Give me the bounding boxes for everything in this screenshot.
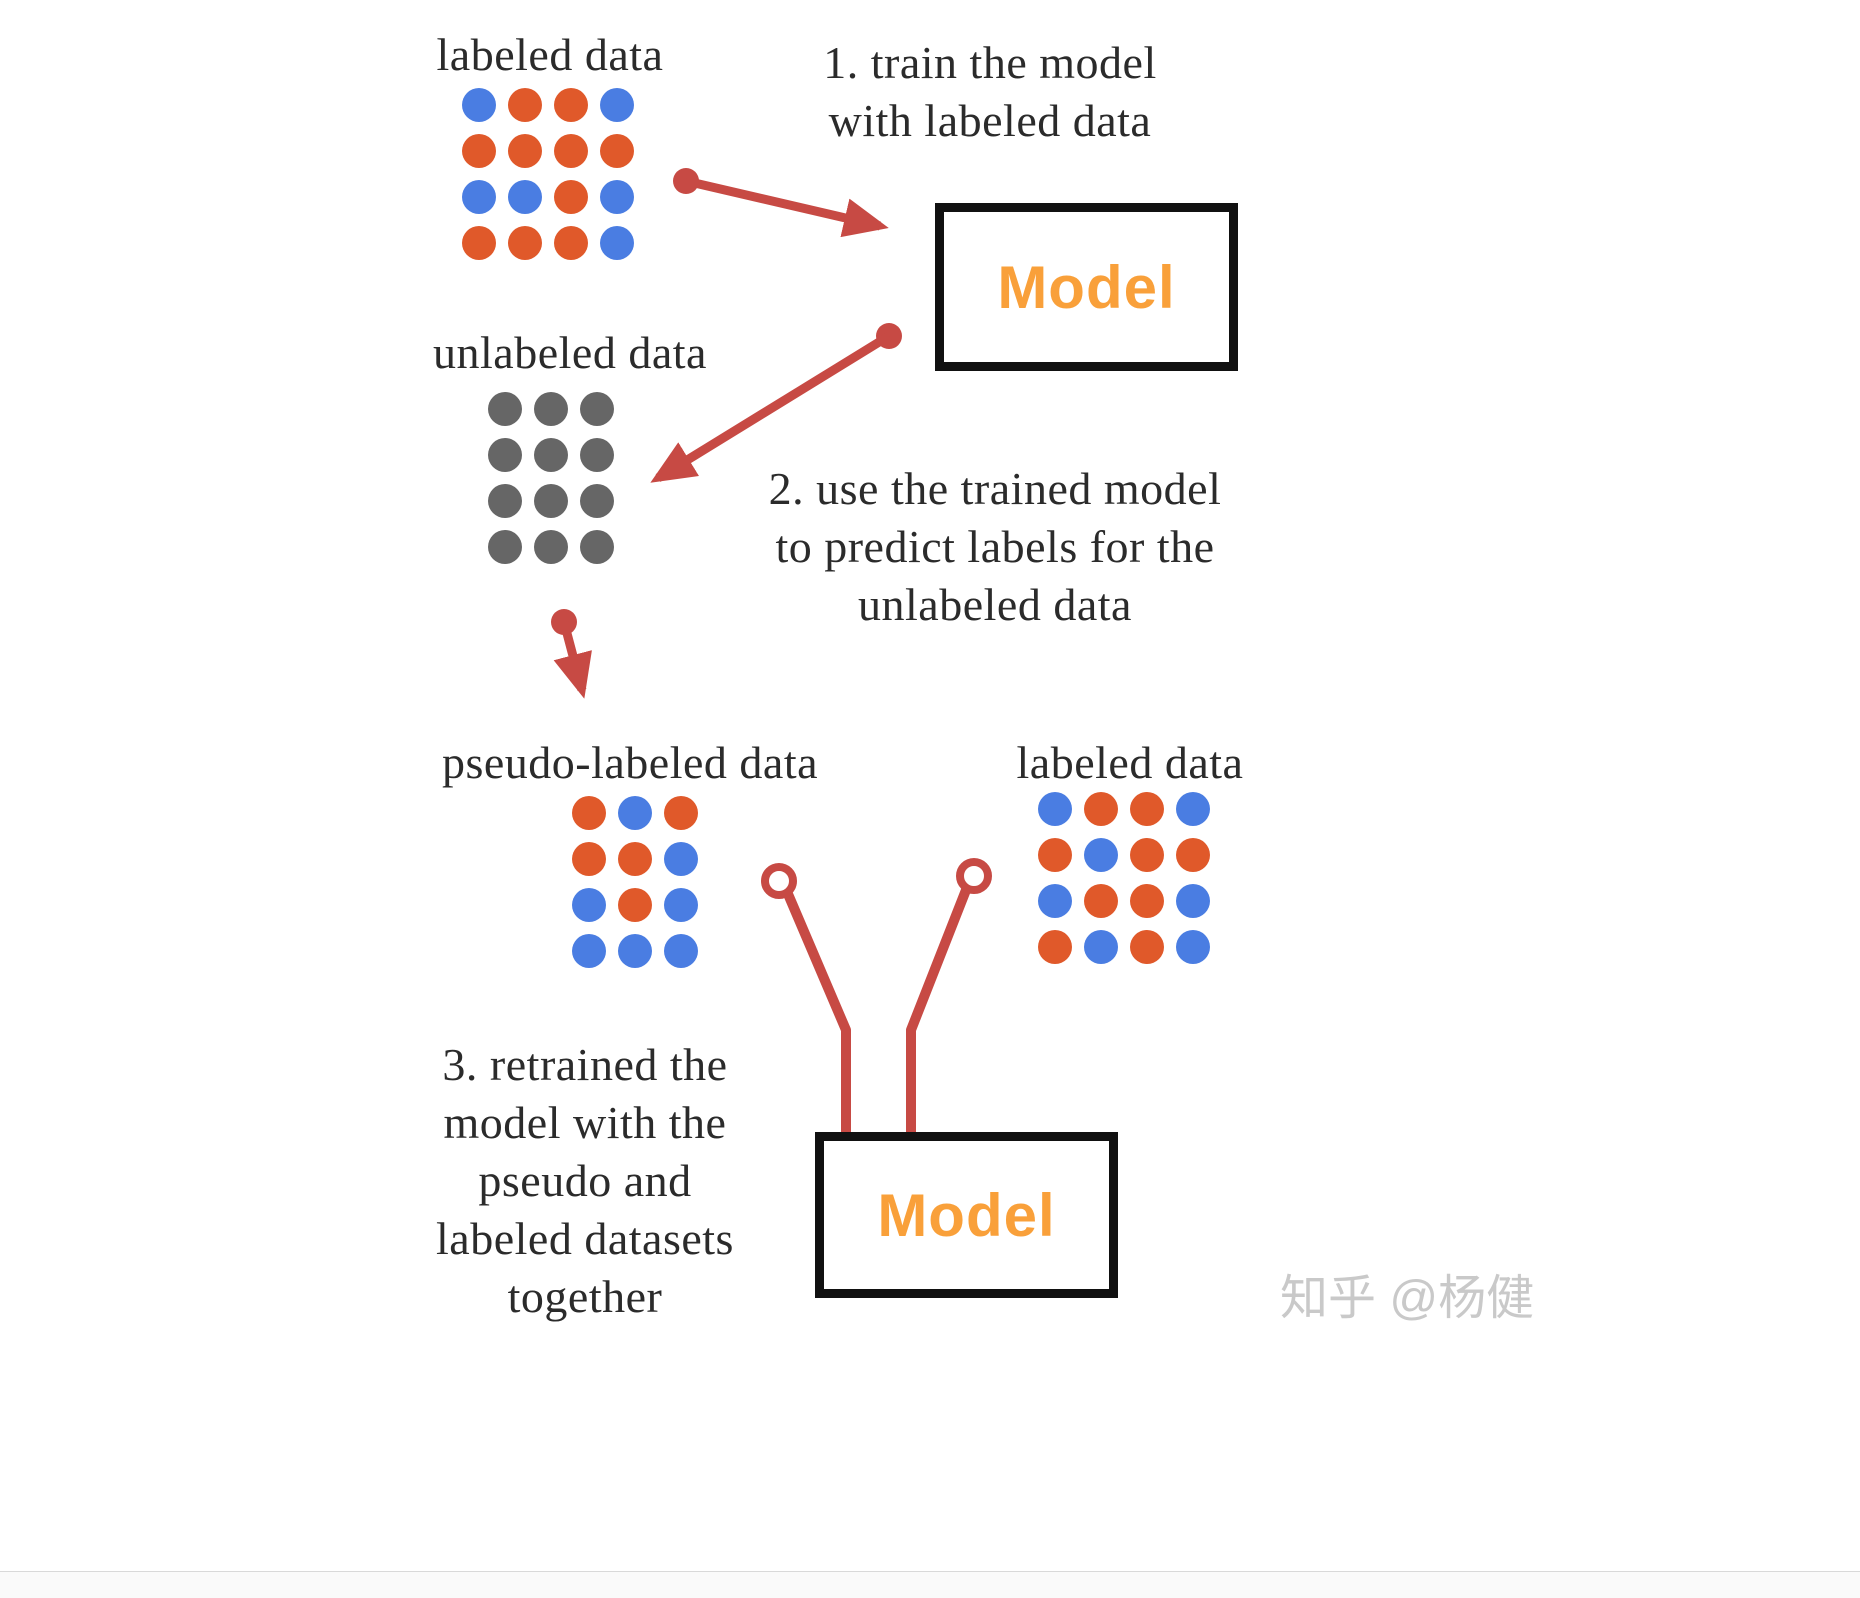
orange-dot bbox=[462, 226, 496, 260]
gray-dot bbox=[534, 530, 568, 564]
gray-dot bbox=[534, 438, 568, 472]
blue-dot bbox=[1038, 884, 1072, 918]
orange-dot bbox=[508, 226, 542, 260]
blue-dot bbox=[572, 934, 606, 968]
unlabeled-data-grid bbox=[488, 392, 614, 564]
orange-dot bbox=[1130, 930, 1164, 964]
orange-dot bbox=[554, 88, 588, 122]
blue-dot bbox=[600, 88, 634, 122]
model-box-1: Model bbox=[935, 203, 1238, 371]
orange-dot bbox=[1084, 792, 1118, 826]
pseudo-labeled-data-grid bbox=[572, 796, 698, 968]
orange-dot bbox=[554, 226, 588, 260]
orange-dot bbox=[554, 180, 588, 214]
labeled-data-right-title: labeled data bbox=[1016, 737, 1244, 788]
gray-dot bbox=[534, 392, 568, 426]
gray-dot bbox=[488, 530, 522, 564]
blue-dot bbox=[508, 180, 542, 214]
gray-dot bbox=[534, 484, 568, 518]
blue-dot bbox=[1038, 792, 1072, 826]
orange-dot bbox=[600, 134, 634, 168]
model-box-1-label: Model bbox=[997, 253, 1176, 321]
pseudo-labeled-data-title: pseudo-labeled data bbox=[441, 737, 819, 788]
orange-dot bbox=[664, 796, 698, 830]
blue-dot bbox=[1176, 930, 1210, 964]
step1-text: 1. train the model with labeled data bbox=[823, 37, 1157, 146]
gray-dot bbox=[580, 438, 614, 472]
orange-dot bbox=[1130, 884, 1164, 918]
orange-dot bbox=[1176, 838, 1210, 872]
blue-dot bbox=[572, 888, 606, 922]
orange-dot bbox=[1038, 838, 1072, 872]
blue-dot bbox=[1084, 838, 1118, 872]
blue-dot bbox=[664, 842, 698, 876]
pseudo-label-arrow bbox=[551, 609, 592, 699]
gray-dot bbox=[580, 530, 614, 564]
blue-dot bbox=[462, 88, 496, 122]
blue-dot bbox=[600, 226, 634, 260]
blue-dot bbox=[618, 934, 652, 968]
gray-dot bbox=[580, 484, 614, 518]
blue-dot bbox=[1176, 792, 1210, 826]
labeled-data-top-grid bbox=[462, 88, 634, 260]
step2-text: 2. use the trained model to predict labe… bbox=[768, 463, 1222, 630]
blue-dot bbox=[1084, 930, 1118, 964]
orange-dot bbox=[618, 842, 652, 876]
gray-dot bbox=[580, 392, 614, 426]
blue-dot bbox=[618, 796, 652, 830]
orange-dot bbox=[618, 888, 652, 922]
blue-dot bbox=[1176, 884, 1210, 918]
labeled-to-model-connector bbox=[906, 858, 992, 1132]
blue-dot bbox=[664, 934, 698, 968]
blue-dot bbox=[462, 180, 496, 214]
model-box-2-label: Model bbox=[877, 1181, 1056, 1249]
step3-text: 3. retrained the model with the pseudo a… bbox=[436, 1039, 734, 1322]
blue-dot bbox=[600, 180, 634, 214]
orange-dot bbox=[1130, 838, 1164, 872]
orange-dot bbox=[1038, 930, 1072, 964]
orange-dot bbox=[462, 134, 496, 168]
model-box-2: Model bbox=[815, 1132, 1118, 1298]
gray-dot bbox=[488, 438, 522, 472]
labeled-data-right-grid bbox=[1038, 792, 1210, 964]
unlabeled-data-title: unlabeled data bbox=[433, 327, 707, 378]
orange-dot bbox=[508, 134, 542, 168]
orange-dot bbox=[1130, 792, 1164, 826]
labeled-data-top-title: labeled data bbox=[436, 29, 664, 80]
blue-dot bbox=[664, 888, 698, 922]
bottom-divider bbox=[0, 1571, 1860, 1598]
gray-dot bbox=[488, 484, 522, 518]
train-arrow bbox=[673, 168, 889, 238]
orange-dot bbox=[554, 134, 588, 168]
orange-dot bbox=[1084, 884, 1118, 918]
orange-dot bbox=[572, 796, 606, 830]
orange-dot bbox=[572, 842, 606, 876]
orange-dot bbox=[508, 88, 542, 122]
gray-dot bbox=[488, 392, 522, 426]
watermark: 知乎 @杨健 bbox=[1280, 1272, 1535, 1325]
